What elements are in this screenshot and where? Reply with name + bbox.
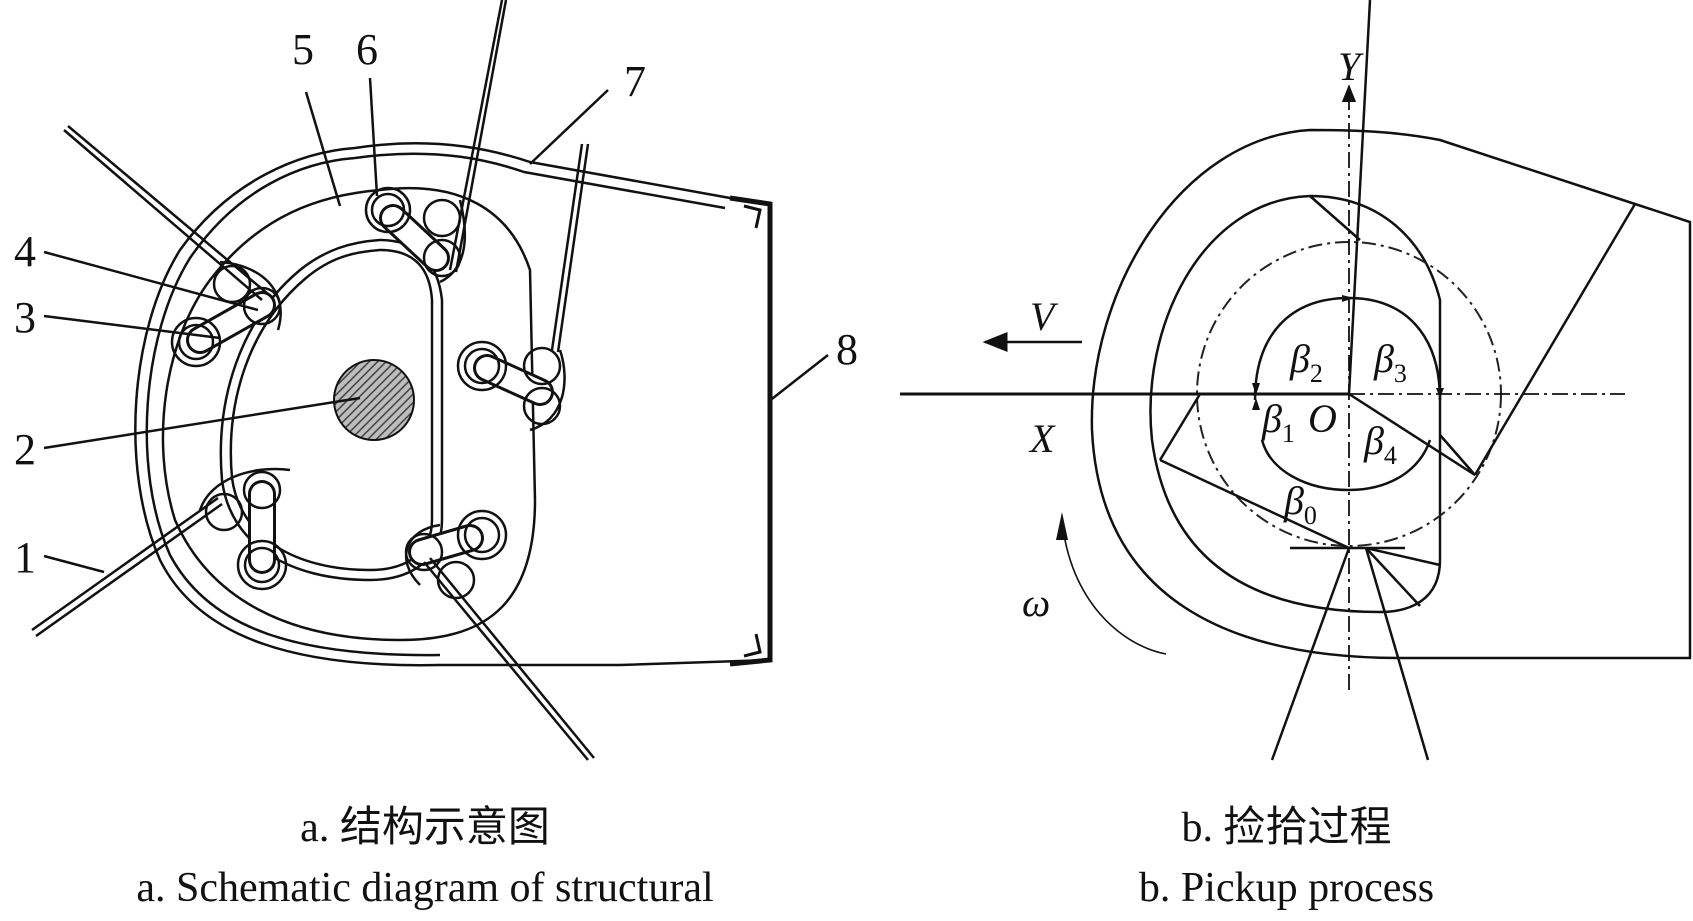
- velocity-label: V: [1030, 294, 1059, 339]
- tine-assembly: [31, 467, 291, 638]
- shaft-2: [333, 359, 415, 441]
- tine-assembly: [404, 509, 595, 761]
- caption-b-cn: b. 捡拾过程: [1181, 805, 1392, 851]
- angle-arc: [1260, 439, 1432, 492]
- label-2: 2: [14, 425, 36, 474]
- component-labels: 1 2 3 4 5 6 7 8: [14, 25, 858, 582]
- omega-label: ω: [1022, 580, 1050, 625]
- end-plate-8: [729, 195, 773, 667]
- label-6: 6: [356, 25, 378, 74]
- tine-left: [1270, 547, 1351, 761]
- angle-arc: [1253, 296, 1442, 401]
- beta-3-label: β3: [1373, 336, 1407, 388]
- label-8: 8: [836, 325, 858, 374]
- cam-track-outer: [161, 186, 537, 642]
- label-7: 7: [624, 57, 646, 106]
- tine-right: [1364, 547, 1430, 761]
- x-axis-label: X: [1028, 416, 1056, 461]
- origin-label: O: [1308, 396, 1337, 441]
- y-axis-label: Y: [1338, 44, 1364, 89]
- tine-assembly: [456, 143, 590, 432]
- housing-inner-rim: [145, 152, 726, 657]
- caption-a-en: a. Schematic diagram of structural: [136, 865, 714, 911]
- outer-housing: [1090, 128, 1692, 660]
- caption-b-en: b. Pickup process: [1138, 865, 1435, 911]
- outer-housing: [134, 142, 772, 667]
- tine-assembly: [364, 0, 508, 284]
- beta-0-label: β0: [1283, 478, 1317, 530]
- beta-2-label: β2: [1289, 336, 1323, 388]
- structural-diagram: [31, 0, 829, 761]
- pickup-process-diagram: [900, 0, 1692, 761]
- rotation-arrow: [1061, 519, 1167, 655]
- label-5: 5: [292, 25, 314, 74]
- tine-assembly: [63, 125, 282, 368]
- label-1: 1: [14, 533, 36, 582]
- label-3: 3: [14, 293, 36, 342]
- caption-a-cn: a. 结构示意图: [300, 805, 550, 851]
- beta-4-label: β4: [1363, 418, 1397, 470]
- beta-1-label: β1: [1261, 396, 1295, 448]
- label-4: 4: [14, 227, 36, 276]
- cam-profile: [1149, 194, 1442, 614]
- pickup-labels: Y V X O ω β2 β3 β1 β4 β0: [1022, 44, 1407, 625]
